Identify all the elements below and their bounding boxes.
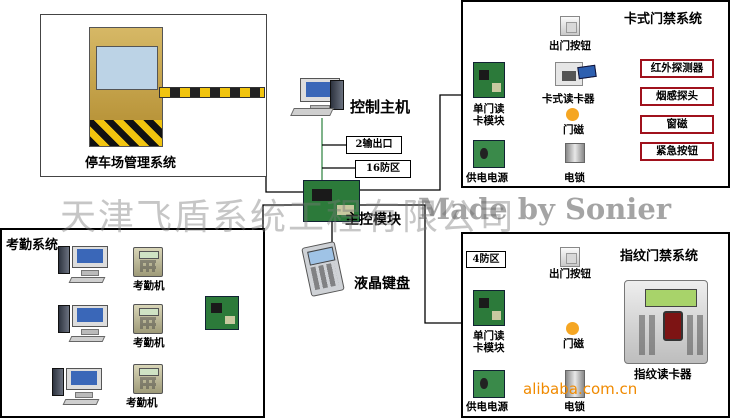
attendance-machine-icon-3 [133,364,163,394]
card-module-icon [473,62,505,98]
attendance-machine-label-1: 考勤机 [133,280,165,292]
att-pc-monitor-1 [72,246,108,276]
line-main-finger [360,204,462,324]
fp-module-label: 单门读 卡模块 [473,330,505,354]
parking-title: 停车场管理系统 [85,156,177,171]
att-pc-tower-1 [58,246,70,274]
attendance-title: 考勤系统 [6,238,59,253]
att-pc-keyboard-2 [68,336,106,342]
fp-exit-button-icon [560,247,580,267]
attendance-machine-icon-2 [133,304,163,334]
att-pc-tower-2 [58,305,70,333]
attendance-machine-label-2: 考勤机 [133,337,165,349]
host-label: 控制主机 [350,98,411,116]
main-control-module-icon [303,180,360,222]
fingerprint-reader-label: 指纹读卡器 [634,367,692,381]
fp-module-icon [473,290,505,326]
fp-door-magnet-label: 门磁 [563,338,584,350]
card-reader-label: 卡式读卡器 [542,93,595,105]
line-main-attend [262,204,303,228]
lcd-label: 液晶键盘 [354,276,410,292]
fp-lock-label: 电锁 [564,401,585,413]
card-exit-button-icon [560,16,580,36]
host-tower-icon [330,80,344,110]
fp-door-magnet-icon [566,322,579,335]
parking-barrier-arm [159,87,265,98]
sensor-window: 窗磁 [640,115,714,134]
attendance-machine-icon-1 [133,247,163,277]
sensor-smoke: 烟感探头 [640,87,714,106]
main-module-label: 主控模块 [345,212,401,228]
host-keyboard-icon [290,108,334,116]
card-door-magnet-label: 门磁 [563,124,584,136]
fp-power-icon [473,370,505,398]
fp-power-label: 供电电源 [466,401,508,413]
attendance-module-icon [205,296,239,330]
line-main-card [360,94,462,191]
att-pc-monitor-2 [72,305,108,335]
sensor-infrared: 红外探测器 [640,59,714,78]
fp-zones-box: 4防区 [466,251,506,268]
fingerprint-reader-icon [624,280,708,364]
fingerprint-access-title: 指纹门禁系统 [620,249,699,264]
att-pc-keyboard-3 [62,399,100,405]
card-lock-icon [565,143,585,163]
card-power-label: 供电电源 [466,172,508,184]
card-module-label: 单门读 卡模块 [473,103,505,127]
att-pc-tower-3 [52,368,64,396]
att-pc-monitor-3 [66,368,102,398]
attendance-machine-label-3: 考勤机 [126,397,158,409]
zones-box: 16防区 [355,160,411,178]
fp-lock-icon [565,370,585,398]
card-access-title: 卡式门禁系统 [624,12,703,27]
output-box: 2输出口 [346,136,402,154]
card-lock-label: 电锁 [564,172,585,184]
card-icon [577,64,597,80]
card-door-magnet-icon [566,108,579,121]
parking-panel: 停车场管理系统 [40,14,267,177]
att-pc-keyboard-1 [68,277,106,283]
fp-exit-button-label: 出门按钮 [549,268,591,280]
card-power-icon [473,140,505,168]
sensor-emergency: 紧急按钮 [640,142,714,161]
parking-booth-image [89,27,163,147]
card-exit-button-label: 出门按钮 [549,40,591,52]
line-parking-main [265,92,303,193]
